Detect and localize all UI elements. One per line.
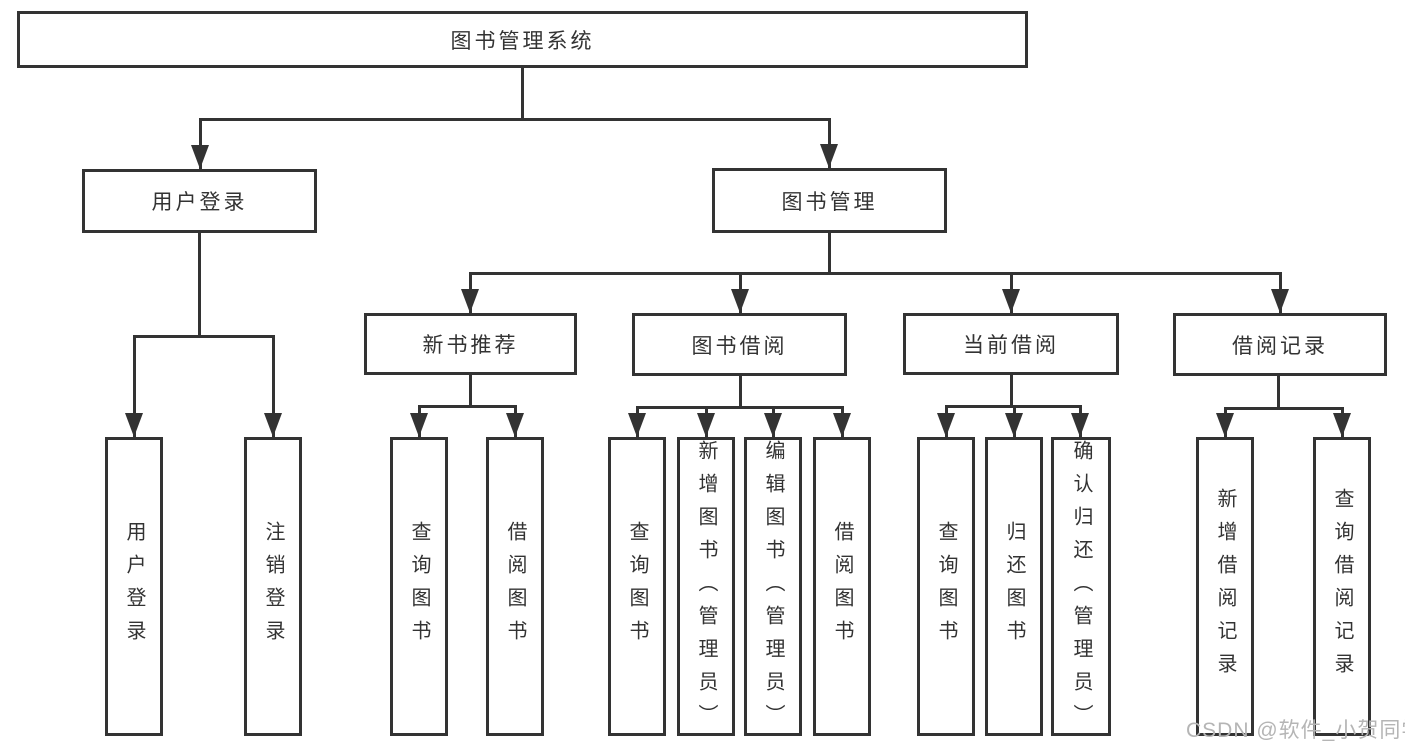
arrow-down-icon <box>936 406 956 437</box>
arrow-down-icon <box>730 273 750 313</box>
connector-line <box>1009 375 1013 408</box>
node-label: 图书管理系统 <box>450 29 595 53</box>
connector-line <box>635 405 844 409</box>
connector-line <box>468 375 472 408</box>
arrow-down-icon <box>263 336 283 437</box>
node-return-books: 归还图书 <box>985 437 1043 736</box>
node-user-login-action: 用户登录 <box>105 437 163 736</box>
node-label: 用户登录 <box>123 520 145 653</box>
node-book-management: 图书管理 <box>712 168 947 233</box>
arrow-down-icon <box>1070 406 1090 437</box>
arrow-down-icon <box>460 273 480 313</box>
connector-line <box>1276 376 1280 410</box>
arrow-down-icon <box>1001 273 1021 313</box>
arrow-down-icon <box>819 119 839 168</box>
connector-line <box>198 117 831 121</box>
node-label: 新增图书（管理员） <box>695 440 717 737</box>
node-label: 归还图书 <box>1003 520 1025 653</box>
node-label: 确认归还（管理员） <box>1070 440 1092 737</box>
node-query-borrow-record: 查询借阅记录 <box>1313 437 1371 736</box>
arrow-down-icon <box>1215 408 1235 437</box>
arrow-down-icon <box>832 407 852 437</box>
arrow-down-icon <box>696 407 716 437</box>
connector-line <box>197 233 201 338</box>
node-label: 编辑图书（管理员） <box>762 440 784 737</box>
arrow-down-icon <box>1004 406 1024 437</box>
node-confirm-return-admin: 确认归还（管理员） <box>1051 437 1111 737</box>
node-new-book-recommendation: 新书推荐 <box>364 313 577 375</box>
node-book-borrowing: 图书借阅 <box>632 313 847 376</box>
node-logout-action: 注销登录 <box>244 437 302 736</box>
node-label: 当前借阅 <box>963 334 1059 357</box>
node-label: 借阅图书 <box>504 520 526 653</box>
node-label: 查询图书 <box>626 520 648 653</box>
node-edit-books-admin: 编辑图书（管理员） <box>744 437 802 737</box>
arrow-down-icon <box>124 336 144 437</box>
connector-line <box>1223 406 1344 410</box>
node-query-books-3: 查询图书 <box>917 437 975 736</box>
connector-line <box>827 233 831 275</box>
node-current-borrowing: 当前借阅 <box>903 313 1119 375</box>
connector-line <box>132 334 275 338</box>
arrow-down-icon <box>1332 408 1352 437</box>
arrow-down-icon <box>409 406 429 437</box>
node-label: 用户登录 <box>151 191 248 214</box>
arrow-down-icon <box>763 407 783 437</box>
node-label: 新增借阅记录 <box>1214 487 1236 686</box>
arrow-down-icon <box>505 406 525 437</box>
node-label: 查询图书 <box>408 520 430 653</box>
node-user-login: 用户登录 <box>82 169 317 233</box>
node-library-management-system: 图书管理系统 <box>17 11 1028 68</box>
node-borrowing-records: 借阅记录 <box>1173 313 1387 376</box>
node-query-books-1: 查询图书 <box>390 437 448 736</box>
node-add-books-admin: 新增图书（管理员） <box>677 437 735 737</box>
node-label: 图书管理 <box>781 190 878 214</box>
node-label: 图书借阅 <box>691 334 788 358</box>
node-label: 借阅记录 <box>1232 334 1328 358</box>
arrow-down-icon <box>627 407 647 437</box>
node-label: 注销登录 <box>262 520 284 653</box>
connector-line <box>520 68 524 121</box>
node-label: 查询图书 <box>935 520 957 653</box>
node-label: 借阅图书 <box>831 520 853 653</box>
node-label: 新书推荐 <box>422 334 519 357</box>
arrow-down-icon <box>190 119 210 169</box>
node-borrow-books-1: 借阅图书 <box>486 437 544 736</box>
connector-line <box>468 271 1282 275</box>
connector-line <box>417 404 517 408</box>
node-label: 查询借阅记录 <box>1331 487 1353 686</box>
node-query-books-2: 查询图书 <box>608 437 666 736</box>
arrow-down-icon <box>1270 273 1290 313</box>
connector-line <box>738 376 742 409</box>
node-add-borrow-record: 新增借阅记录 <box>1196 437 1254 736</box>
node-borrow-books-2: 借阅图书 <box>813 437 871 736</box>
watermark: CSDN @软件_小贺同学 <box>1186 719 1405 742</box>
